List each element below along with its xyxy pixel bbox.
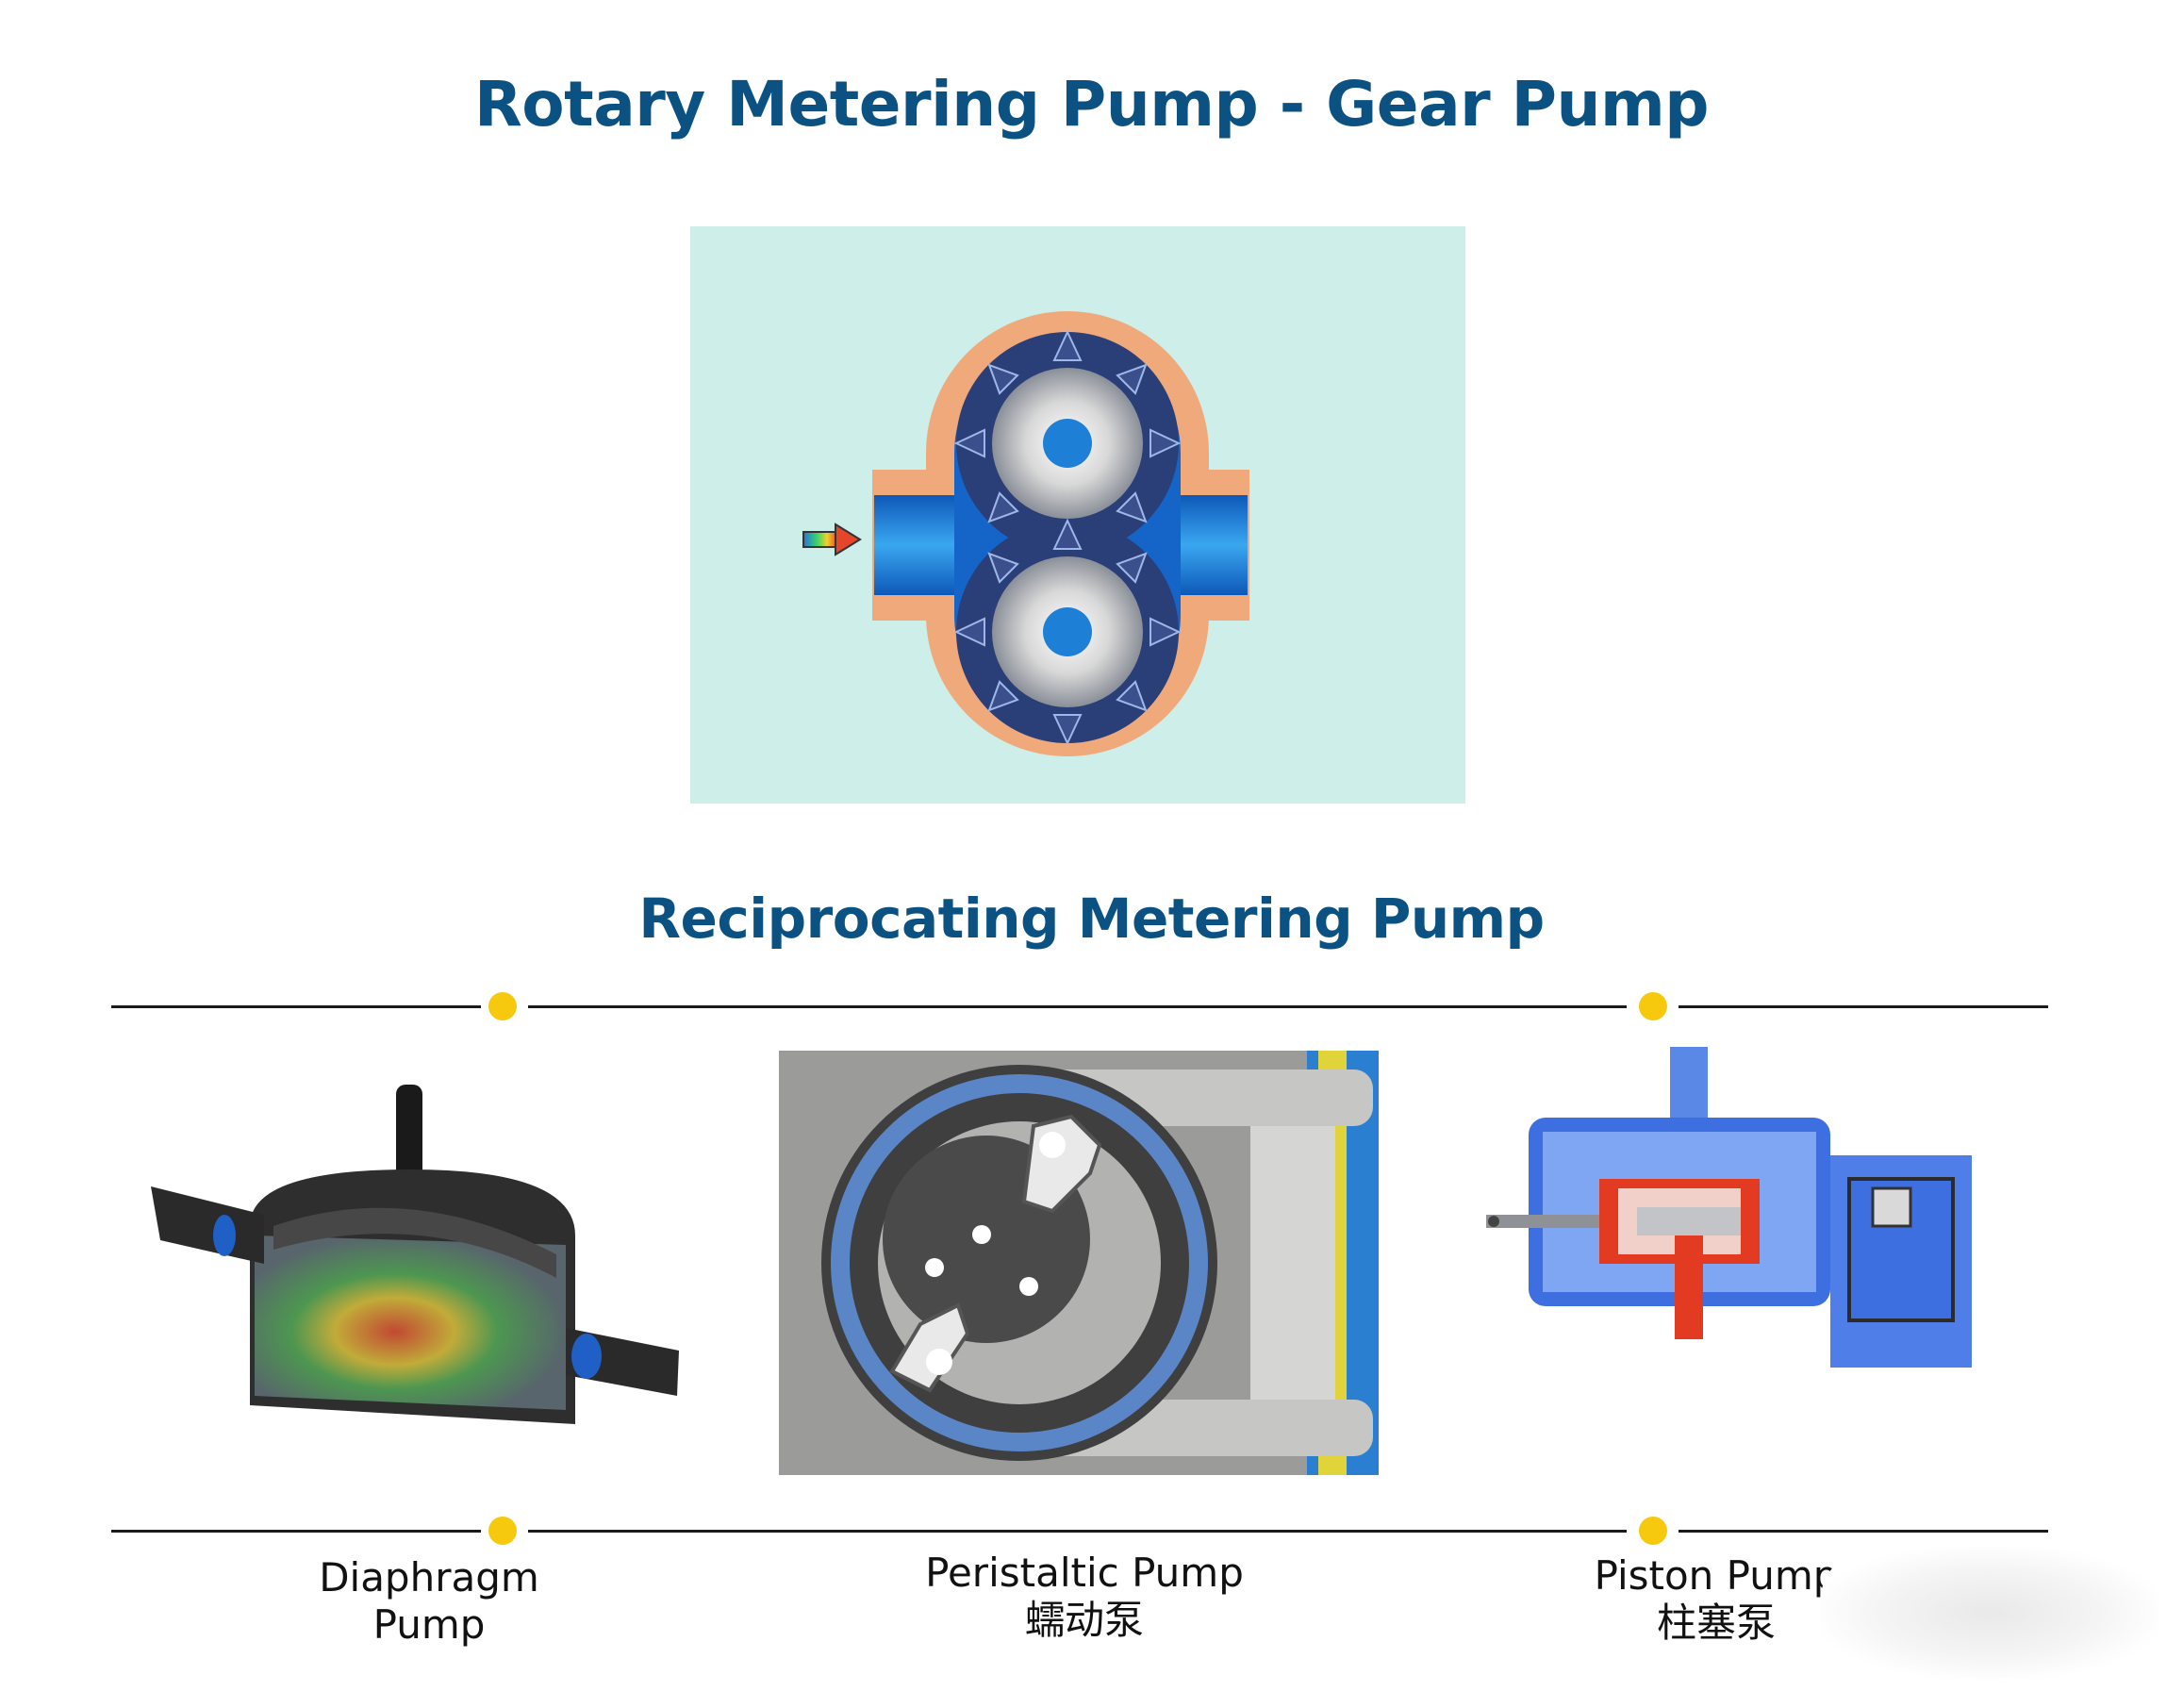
flow-arrow-icon (802, 522, 862, 556)
caption-peristaltic-pump: Peristaltic Pump 蠕动泵 (886, 1550, 1282, 1644)
caption-line: Piston Pump (1594, 1552, 1839, 1599)
piston-pump-icon (1486, 1047, 1976, 1377)
caption-line: Diaphragm (319, 1554, 539, 1600)
peristaltic-pump-icon (779, 1051, 1379, 1475)
divider-bottom-left (111, 1530, 481, 1533)
divider-bottom-middle (528, 1530, 1627, 1533)
caption-line: Pump (372, 1601, 486, 1648)
caption-piston-pump: Piston Pump 柱塞泵 (1546, 1552, 1886, 1647)
page-title: Rotary Metering Pump - Gear Pump (473, 68, 1710, 141)
diaphragm-pump-icon (151, 1085, 679, 1424)
caption-line: 蠕动泵 (1024, 1597, 1144, 1643)
caption-line: Peristaltic Pump (925, 1550, 1244, 1596)
diaphragm-pump-illustration (141, 1075, 688, 1434)
gear-pump-icon (690, 226, 1465, 804)
divider-dot-icon (488, 992, 517, 1020)
section-title: Reciprocating Metering Pump (638, 887, 1545, 951)
divider-top-middle (528, 1005, 1627, 1008)
divider-dot-icon (1639, 992, 1667, 1020)
divider-bottom-right (1679, 1530, 2048, 1533)
peristaltic-pump-illustration (779, 1051, 1379, 1475)
caption-line: 柱塞泵 (1656, 1600, 1776, 1646)
caption-diaphragm-pump: Diaphragm Pump (283, 1554, 575, 1649)
divider-dot-icon (1639, 1517, 1667, 1545)
blurred-watermark-area (1820, 1547, 2159, 1679)
piston-pump-illustration (1486, 1047, 1976, 1377)
divider-top-right (1679, 1005, 2048, 1008)
divider-dot-icon (488, 1517, 517, 1545)
gear-pump-illustration (690, 226, 1465, 804)
divider-top-left (111, 1005, 481, 1008)
